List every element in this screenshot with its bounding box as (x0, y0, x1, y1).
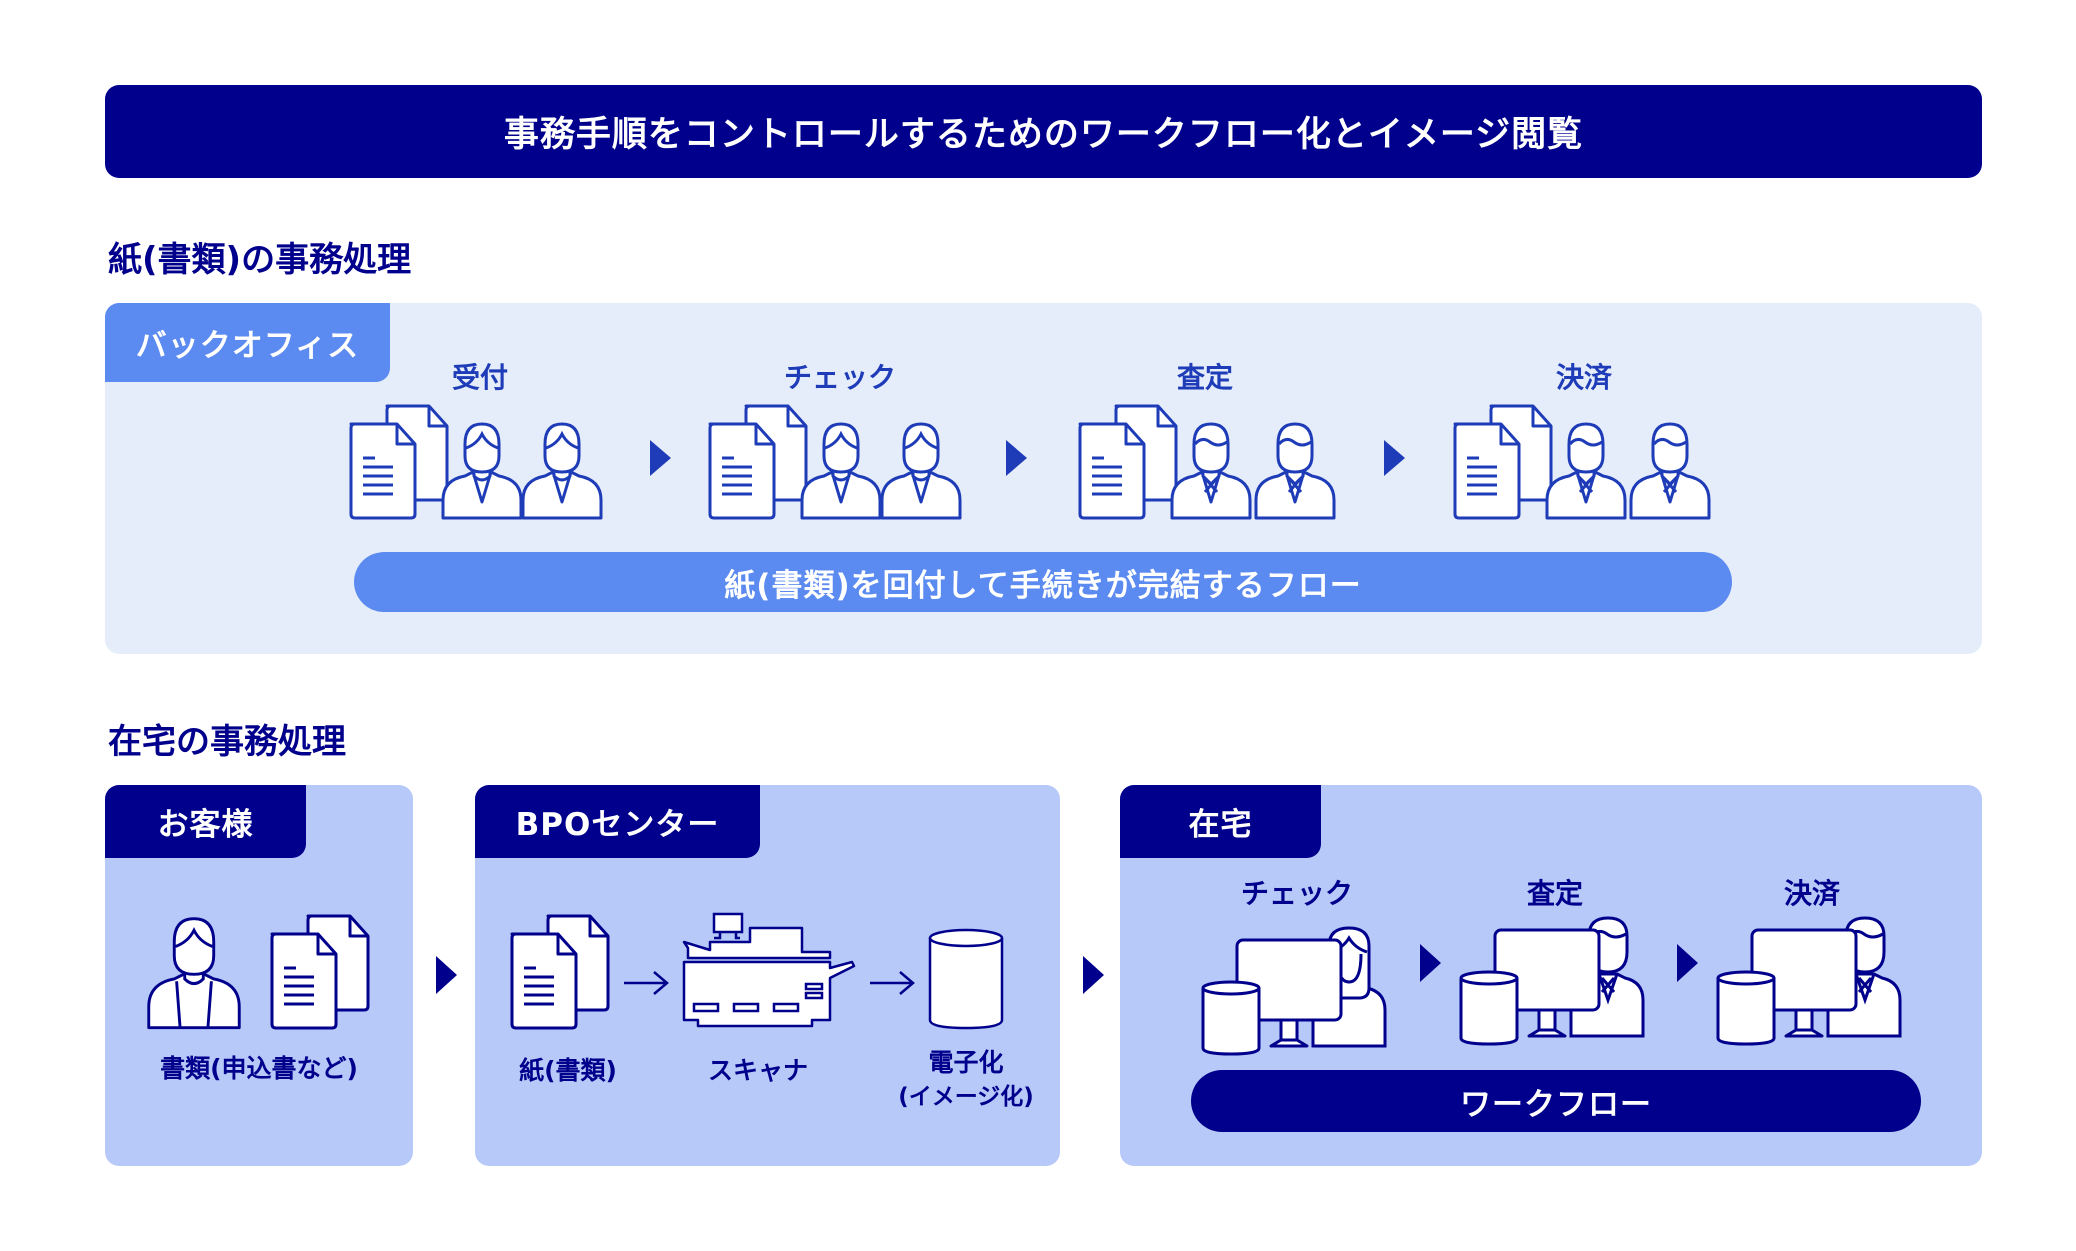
arrow-right-icon (1083, 956, 1104, 994)
bpo-paper-caption: 紙(書類) (519, 1056, 617, 1085)
home-step-label-settlement: 決済 (1783, 877, 1841, 910)
step-label-reception: 受付 (451, 361, 509, 394)
home-tab: 在宅 (1120, 785, 1321, 858)
bpo-digitize-caption-line1: 電子化 (928, 1048, 1004, 1077)
bpo-digitize-caption: 電子化 (イメージ化) (898, 1046, 1034, 1114)
database-icon (926, 926, 1006, 1036)
page-title-bar: 事務手順をコントロールするためのワークフロー化とイメージ閲覧 (105, 85, 1982, 178)
customer-documents-caption: 書類(申込書など) (160, 1054, 358, 1083)
workflow-caption: ワークフロー (1460, 1086, 1652, 1123)
back-office-tab-label: バックオフィス (135, 328, 360, 364)
step-label-settlement: 決済 (1555, 361, 1613, 394)
arrow-right-icon (1420, 944, 1441, 982)
home-step-label-assessment: 査定 (1526, 877, 1584, 910)
arrow-right-icon (650, 440, 671, 476)
woman-at-computer-icon (1201, 926, 1391, 1062)
documents-icon (508, 914, 612, 1036)
customer-tab: お客様 (105, 785, 306, 858)
home-section-heading: 在宅の事務処理 (108, 722, 346, 762)
documents-and-two-women-icon (706, 404, 968, 524)
bpo-center-tab-label: BPOセンター (515, 807, 720, 843)
paper-flow-caption: 紙(書類)を回付して手続きが完結するフロー (724, 567, 1362, 604)
arrow-right-thin-icon (868, 970, 916, 1000)
home-tab-label: 在宅 (1188, 807, 1253, 843)
bpo-center-tab: BPOセンター (475, 785, 760, 858)
arrow-right-icon (1677, 944, 1698, 982)
arrow-right-icon (1384, 440, 1405, 476)
back-office-tab: バックオフィス (105, 303, 390, 382)
documents-and-two-men-icon (1451, 404, 1713, 524)
arrow-right-thin-icon (622, 970, 670, 1000)
documents-icon (268, 914, 372, 1036)
documents-and-two-women-icon (347, 404, 609, 524)
customer-tab-label: お客様 (157, 807, 254, 843)
step-label-check: チェック (783, 361, 897, 394)
arrow-right-icon (1006, 440, 1027, 476)
bpo-scanner-caption: スキャナ (707, 1056, 809, 1085)
page-title: 事務手順をコントロールするためのワークフロー化とイメージ閲覧 (503, 115, 1584, 155)
home-step-label-check: チェック (1240, 877, 1354, 910)
paper-flow-bar: 紙(書類)を回付して手続きが完結するフロー (354, 552, 1732, 612)
man-at-computer-icon (1459, 916, 1649, 1052)
documents-and-two-men-icon (1076, 404, 1338, 524)
paper-section-heading: 紙(書類)の事務処理 (108, 240, 412, 280)
workflow-bar: ワークフロー (1191, 1070, 1921, 1132)
step-label-assessment: 査定 (1176, 361, 1234, 394)
bpo-digitize-caption-line2: (イメージ化) (898, 1084, 1034, 1110)
customer-person-icon (142, 914, 246, 1034)
arrow-right-icon (436, 956, 457, 994)
scanner-icon (680, 912, 862, 1040)
man-at-computer-icon (1716, 916, 1906, 1052)
